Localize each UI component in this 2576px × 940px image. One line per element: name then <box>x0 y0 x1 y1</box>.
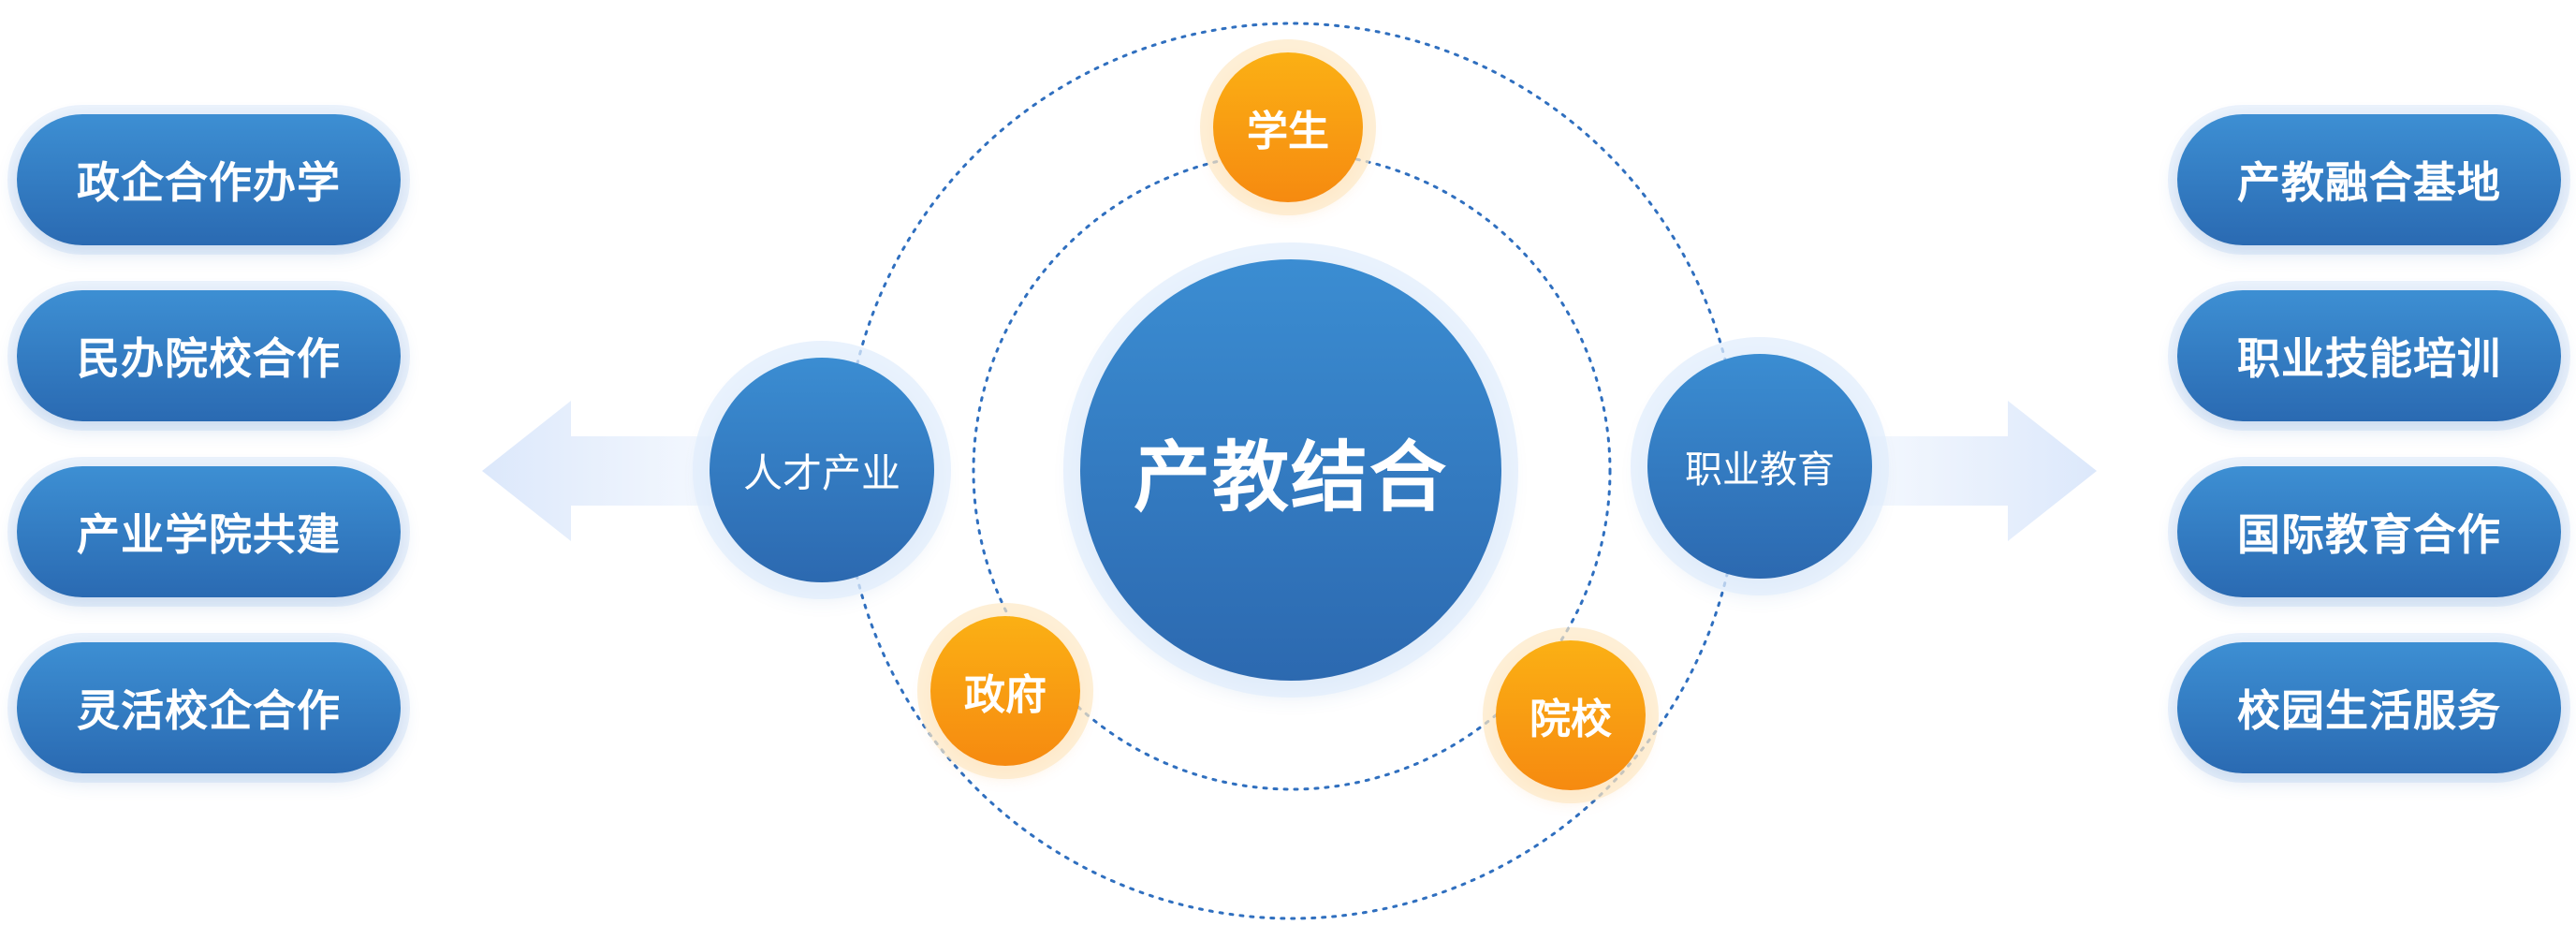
right-item-2: 职业技能培训 <box>2177 290 2561 421</box>
left-item-3: 产业学院共建 <box>17 466 401 597</box>
left-item-4: 灵活校企合作 <box>17 642 401 773</box>
right-item-4: 校园生活服务 <box>2177 642 2561 773</box>
node-colleges: 院校 <box>1496 640 1646 790</box>
node-government: 政府 <box>930 616 1080 766</box>
right-item-1: 产教融合基地 <box>2177 114 2561 245</box>
left-arrow <box>482 401 711 541</box>
left-item-2: 民办院校合作 <box>17 290 401 421</box>
center-node: 产教结合 <box>1080 259 1501 681</box>
node-talent-industry: 人才产业 <box>710 358 934 582</box>
left-item-1: 政企合作办学 <box>17 114 401 245</box>
node-students: 学生 <box>1213 52 1363 202</box>
right-item-3: 国际教育合作 <box>2177 466 2561 597</box>
inner-orbit <box>972 151 1612 791</box>
node-vocational-education: 职业教育 <box>1647 354 1872 579</box>
right-arrow <box>1867 401 2097 541</box>
